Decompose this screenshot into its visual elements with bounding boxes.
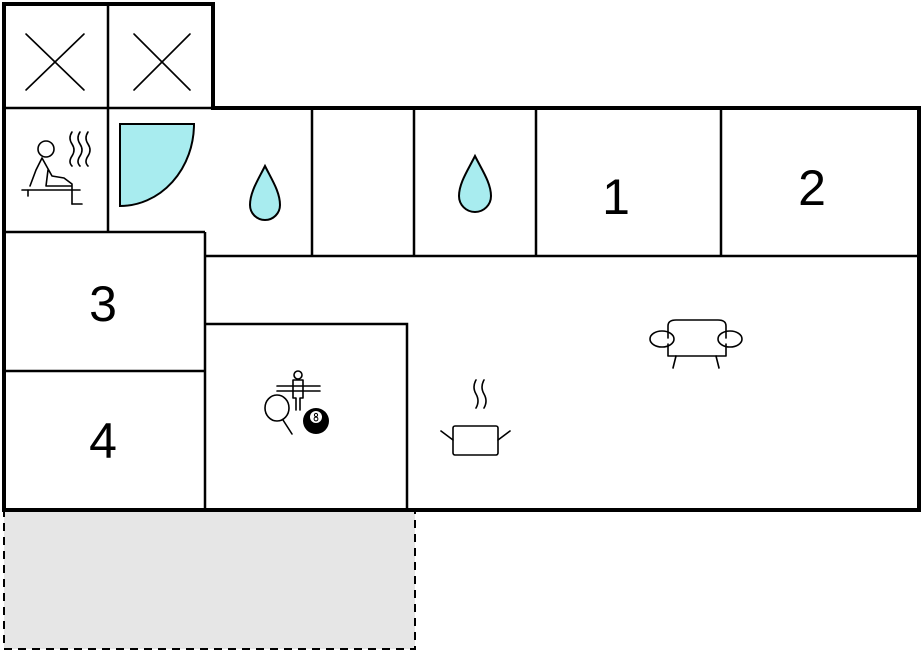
cross-out-icon	[25, 33, 85, 91]
cooking-pot-icon	[440, 379, 511, 456]
room-2-label: 2	[798, 160, 826, 216]
games-icon	[264, 370, 329, 435]
sauna-icon	[21, 131, 91, 205]
room-1-label: 1	[602, 169, 630, 225]
cross-out-icon	[133, 33, 191, 91]
terrace-area	[3, 510, 416, 650]
water-drop-icon	[248, 163, 282, 221]
interior-walls	[4, 4, 919, 510]
outer-wall	[2, 2, 921, 512]
water-drop-icon	[457, 153, 493, 213]
room-3-label: 3	[89, 276, 117, 332]
sofa-icon	[649, 319, 743, 369]
shower-icon	[119, 123, 196, 208]
room-4-label: 4	[89, 413, 117, 469]
